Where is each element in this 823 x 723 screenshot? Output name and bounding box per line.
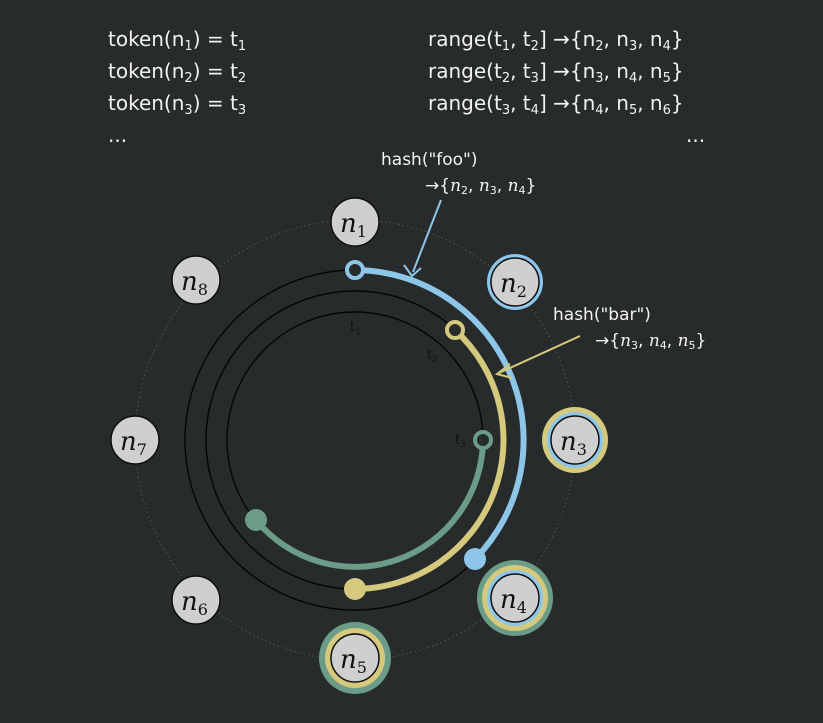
- foo-arc-start: [345, 260, 365, 280]
- node-n6-label: n6: [181, 587, 208, 619]
- bar-arc-start: [445, 320, 465, 340]
- bar-replica-set: →{n3, n4, n5}: [595, 331, 707, 352]
- range-line-3: range(t3, t4] →{n4, n5, n6}: [428, 91, 684, 118]
- range-line-2: range(t2, t3] →{n3, n4, n5}: [428, 59, 684, 86]
- token-line-3: token(n3) = t3: [108, 91, 247, 118]
- node-n6: n6: [171, 575, 221, 625]
- node-n2: n2: [487, 254, 543, 310]
- node-n8: n8: [171, 255, 221, 305]
- token-line-1: token(n1) = t1: [108, 27, 247, 54]
- token-label-t2: t2: [427, 348, 438, 365]
- node-n5: n5: [319, 622, 391, 694]
- foo-arc: [354, 267, 527, 562]
- token-label-t1: t1: [350, 320, 361, 337]
- green-arc: [253, 439, 486, 570]
- node-n7: n7: [110, 415, 160, 465]
- bar-pointer-head: [494, 363, 513, 379]
- node-n4: n4: [477, 560, 553, 636]
- foo-pointer-line: [412, 199, 442, 273]
- bar-arc: [354, 327, 507, 592]
- node-n5-label: n5: [340, 645, 367, 677]
- foo-hash-label: hash("foo"): [381, 150, 478, 170]
- range-line-1: range(t1, t2] →{n2, n3, n4}: [428, 27, 684, 54]
- node-n2-label: n2: [500, 269, 527, 301]
- bar-hash-label: hash("bar"): [553, 305, 651, 325]
- token-ellipsis: ...: [108, 123, 128, 147]
- token-line-2: token(n2) = t2: [108, 59, 247, 86]
- bar-arc-end: [344, 578, 366, 600]
- green-arc-start: [473, 430, 493, 450]
- foo-replica-set: →{n2, n3, n4}: [425, 176, 537, 197]
- green-arc-end: [245, 509, 267, 531]
- node-n3: n3: [542, 407, 608, 473]
- node-n1: n1: [330, 197, 380, 247]
- node-n7-label: n7: [120, 427, 147, 459]
- token-label-t3: t3: [455, 433, 466, 450]
- foo-pointer-head: [403, 264, 422, 278]
- node-n8-label: n8: [181, 267, 208, 299]
- foo-arc-end: [464, 548, 486, 570]
- bar-pointer-line: [498, 335, 581, 374]
- range-ellipsis: ...: [686, 123, 706, 147]
- node-n1-label: n1: [340, 209, 367, 241]
- node-n4-label: n4: [500, 585, 527, 617]
- node-n3-label: n3: [560, 427, 587, 459]
